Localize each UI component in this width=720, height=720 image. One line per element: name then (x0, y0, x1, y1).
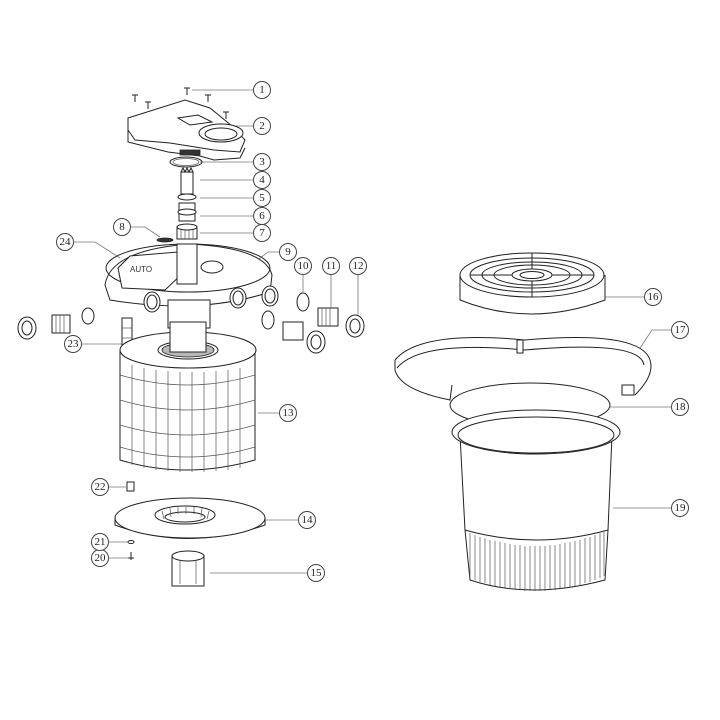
part-8-indicator (156, 237, 174, 243)
callout-7: 7 (253, 224, 271, 242)
callout-4: 4 (253, 171, 271, 189)
part-13-foam-stack (119, 321, 257, 472)
part-20-screw (128, 552, 134, 560)
lid-auto-label: AUTO (130, 265, 152, 274)
part-6-coupling (177, 202, 197, 222)
callout-5: 5 (253, 189, 271, 207)
callout-3: 3 (253, 153, 271, 171)
part-17-clamp-band (394, 337, 652, 401)
part-22-drain-valve (126, 481, 135, 492)
callout-17: 17 (671, 321, 689, 339)
callout-2: 2 (253, 117, 271, 135)
callout-24: 24 (56, 233, 74, 251)
callout-10: 10 (294, 257, 312, 275)
callout-8: 8 (113, 218, 131, 236)
callout-21: 21 (91, 533, 109, 551)
part-12-union-nut (306, 314, 365, 354)
callout-23: 23 (64, 335, 82, 353)
callout-20: 20 (91, 549, 109, 567)
callout-16: 16 (644, 288, 662, 306)
callout-11: 11 (322, 257, 340, 275)
callout-6: 6 (253, 207, 271, 225)
callout-15: 15 (307, 564, 325, 582)
part-7-nut (176, 223, 198, 240)
callout-18: 18 (671, 398, 689, 416)
part-9-filter-lid: AUTO (104, 243, 279, 329)
part-2-top-bracket (127, 99, 246, 161)
part-16-grid-cover (459, 252, 606, 315)
part-14-base-plate (114, 497, 266, 539)
part-5-seal-ring (177, 193, 197, 201)
callout-1: 1 (253, 81, 271, 99)
part-19-tank (451, 409, 621, 591)
leader-lines (74, 89, 671, 574)
part-3-o-ring (169, 156, 203, 168)
part-11-threaded-connector (282, 307, 339, 341)
callout-13: 13 (279, 404, 297, 422)
callout-12: 12 (349, 257, 367, 275)
part-10-washer (261, 292, 310, 330)
callout-19: 19 (671, 499, 689, 517)
left-hose-fittings (17, 307, 95, 340)
callout-14: 14 (298, 511, 316, 529)
part-1-screws (132, 87, 229, 125)
part-15-basket (171, 550, 205, 587)
callout-9: 9 (279, 243, 297, 261)
part-21-washer (127, 540, 135, 544)
callout-22: 22 (91, 478, 109, 496)
part-4-shaft (180, 166, 194, 195)
